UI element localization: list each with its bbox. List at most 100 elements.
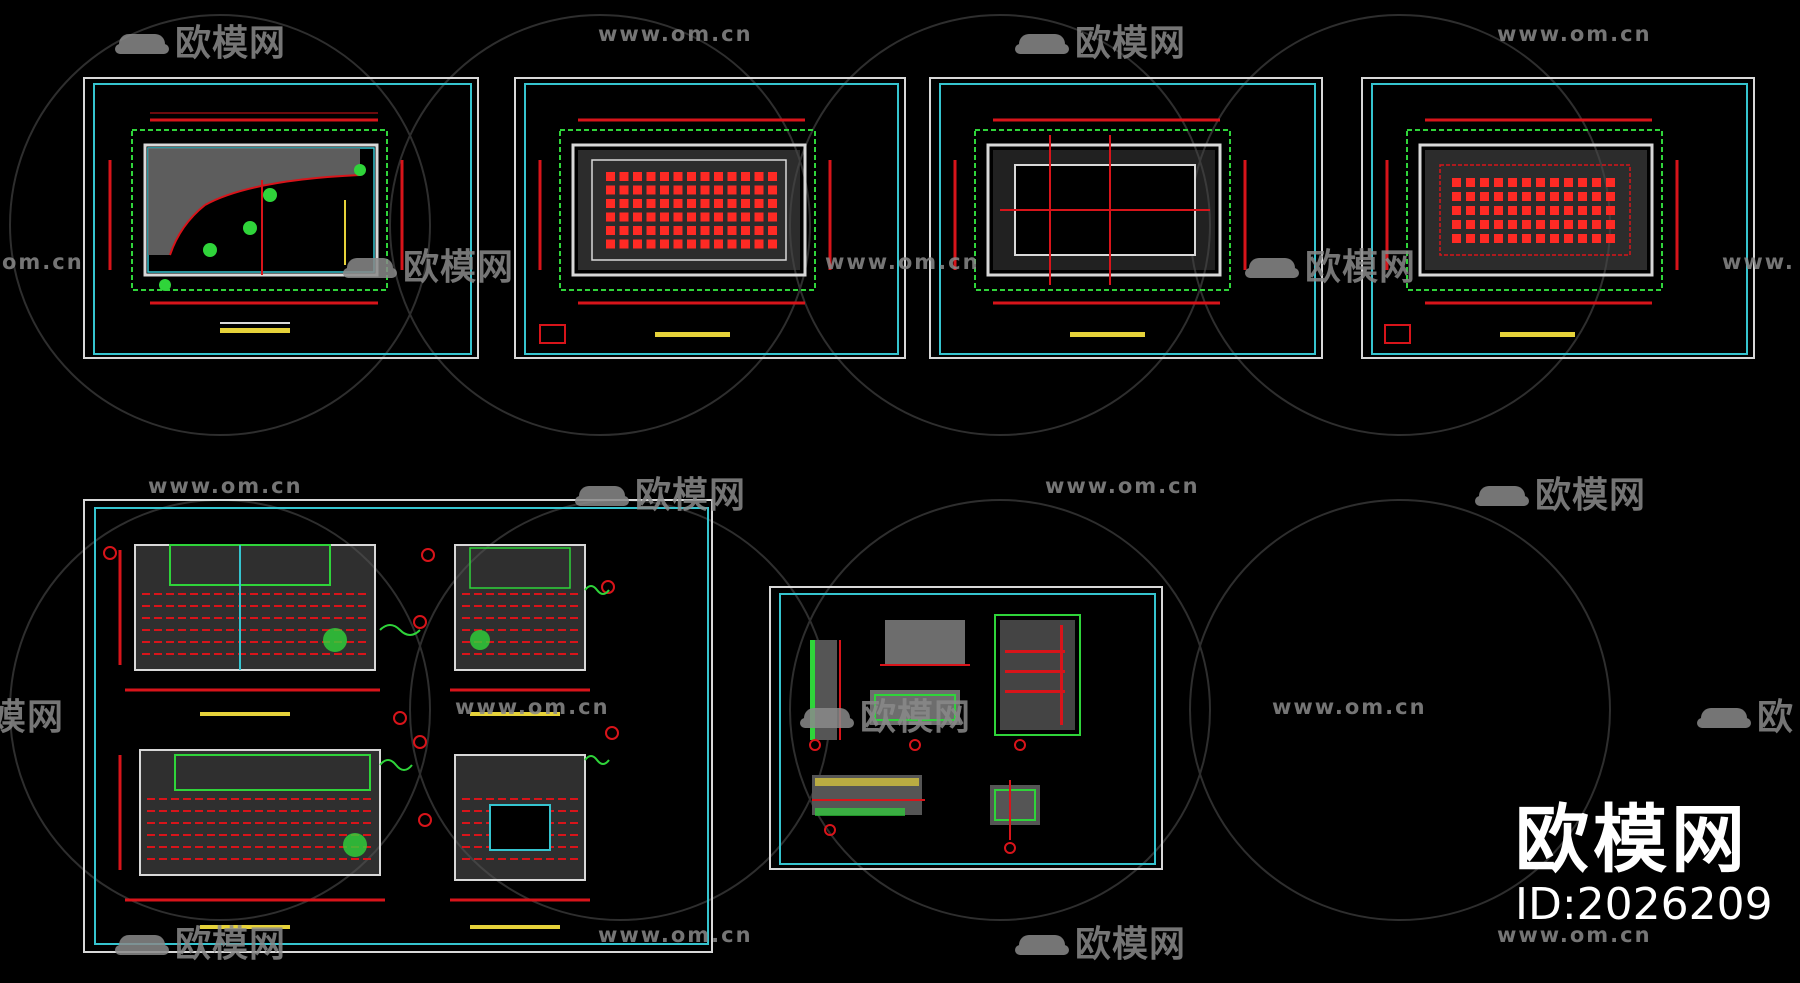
elevation-mark xyxy=(142,617,150,619)
tile-mark xyxy=(1592,178,1601,187)
watermark-logo: 嫫网 xyxy=(0,697,65,738)
elevation-mark xyxy=(534,629,542,631)
tile-mark xyxy=(606,226,615,235)
tile-mark xyxy=(1578,192,1587,201)
elevation-mark xyxy=(310,593,318,595)
elevation-mark xyxy=(279,834,287,836)
elevation-mark xyxy=(154,653,162,655)
elevation-mark xyxy=(303,822,311,824)
watermark-url: www.om.cn xyxy=(825,250,980,274)
elevation-mark xyxy=(202,617,210,619)
tile-mark xyxy=(1466,178,1475,187)
tile-mark xyxy=(727,239,737,249)
elevation-mark xyxy=(226,641,234,643)
tile-mark xyxy=(1578,220,1587,229)
elevation-mark xyxy=(202,641,210,643)
elevation-mark xyxy=(298,641,306,643)
elevation-mark xyxy=(462,641,470,643)
tile-mark xyxy=(1480,220,1489,229)
elevation-mark xyxy=(202,593,210,595)
tile-mark xyxy=(1522,220,1531,229)
elevation-mark xyxy=(315,846,323,848)
tile-mark xyxy=(714,239,723,249)
tile-mark xyxy=(1564,234,1573,243)
watermark-logo: 欧模网 xyxy=(115,915,286,967)
elevation-mark xyxy=(310,605,318,607)
elevation-mark xyxy=(214,653,222,655)
tile-mark xyxy=(1606,178,1615,187)
tile-mark xyxy=(646,212,656,222)
elevation-mark xyxy=(462,629,470,631)
elevation-mark xyxy=(195,846,203,848)
elevation-mark xyxy=(339,858,347,860)
elevation-mark xyxy=(219,858,227,860)
elevation-mark xyxy=(279,846,287,848)
tile-mark xyxy=(1606,234,1615,243)
elevation-mark xyxy=(298,605,306,607)
elevation-mark xyxy=(154,629,162,631)
elevation-mark xyxy=(303,834,311,836)
elevation-mark xyxy=(262,605,270,607)
sheet-floor-plan-ceiling-grid xyxy=(1361,77,1755,359)
elevation-mark xyxy=(546,593,554,595)
watermark-url: www.om.cn xyxy=(1497,923,1652,947)
tile-mark xyxy=(768,226,777,235)
tile-mark xyxy=(1564,206,1573,215)
sofa-icon xyxy=(1015,32,1069,58)
elevation-mark xyxy=(510,798,518,800)
elevation-mark xyxy=(570,810,578,812)
tile-mark xyxy=(1494,234,1503,243)
elevation-mark xyxy=(298,593,306,595)
tile-mark xyxy=(633,199,642,208)
elevation-mark xyxy=(363,822,371,824)
elevation-mark xyxy=(255,846,263,848)
tile-mark xyxy=(673,199,683,208)
watermark-url: www.om.cn xyxy=(455,695,610,719)
elevation-mark xyxy=(190,593,198,595)
elevation-mark xyxy=(570,617,578,619)
elevation-mark xyxy=(243,858,251,860)
tile-mark xyxy=(768,212,777,222)
tile-mark xyxy=(1606,220,1615,229)
watermark-logo: 欧模网 xyxy=(1475,466,1646,518)
elevation-a xyxy=(118,544,380,716)
elevation-mark xyxy=(358,593,366,595)
elevation-mark xyxy=(327,834,335,836)
elevation-mark xyxy=(279,810,287,812)
tile-mark xyxy=(633,172,642,181)
tile-mark xyxy=(1480,206,1489,215)
tile-mark xyxy=(687,239,696,249)
tile-mark xyxy=(1494,220,1503,229)
elevation-mark xyxy=(358,629,366,631)
elevation-mark xyxy=(510,617,518,619)
elevation-mark xyxy=(279,822,287,824)
elevation-mark xyxy=(570,798,578,800)
tile-mark xyxy=(673,239,683,249)
tile-mark xyxy=(727,199,737,208)
tile-mark xyxy=(768,199,777,208)
elevation-mark xyxy=(267,822,275,824)
elevation-mark xyxy=(474,822,482,824)
tile-mark xyxy=(660,199,669,208)
elevation-mark xyxy=(226,653,234,655)
elevation-mark xyxy=(231,810,239,812)
tile-mark xyxy=(687,226,696,235)
tile-mark xyxy=(700,172,710,181)
elevation-mark xyxy=(570,605,578,607)
tile-mark xyxy=(1452,220,1461,229)
elevation-mark xyxy=(346,617,354,619)
elevation-mark xyxy=(274,617,282,619)
elevation-mark xyxy=(238,605,246,607)
elevation-mark xyxy=(255,810,263,812)
elevation-mark xyxy=(202,653,210,655)
watermark-url: www.om.cn xyxy=(1497,22,1652,46)
elevation-mark xyxy=(322,629,330,631)
tile-mark xyxy=(1452,206,1461,215)
elevation-mark xyxy=(183,810,191,812)
elevation-mark xyxy=(154,593,162,595)
elevation-mark xyxy=(214,629,222,631)
tile-mark xyxy=(1578,206,1587,215)
elevation-mark xyxy=(231,858,239,860)
sheet-floor-plan-ceiling-lights xyxy=(514,77,906,359)
elevation-mark xyxy=(522,653,530,655)
